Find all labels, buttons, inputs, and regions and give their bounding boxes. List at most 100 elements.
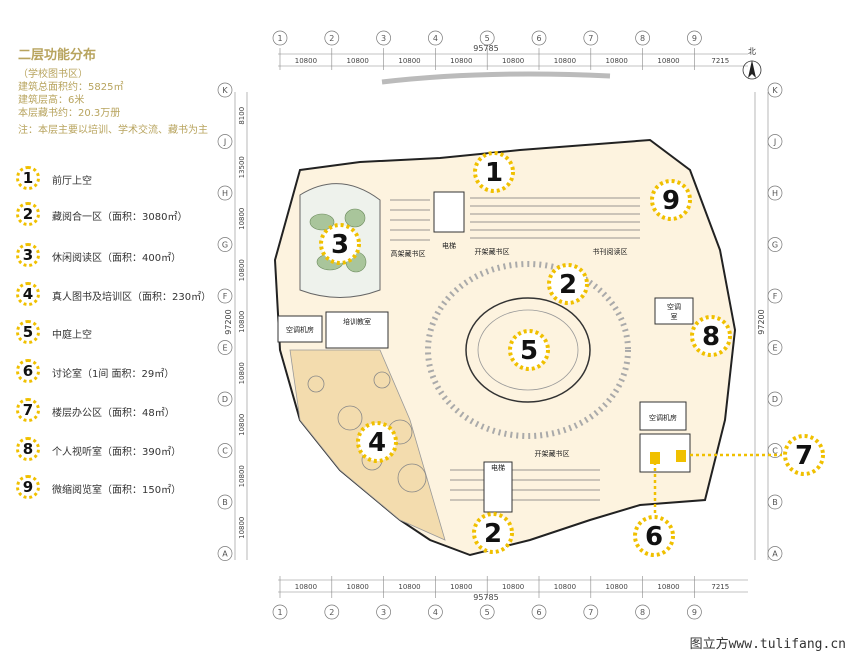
column-span-dim: 10800	[347, 57, 369, 65]
row-span-dim: 10800	[238, 208, 246, 230]
row-axis-bubble	[767, 494, 783, 510]
row-axis-label: G	[222, 241, 228, 250]
row-axis-label: K	[772, 86, 778, 95]
row-axis-bubble	[217, 340, 233, 355]
row-axis-label: J	[223, 138, 226, 147]
legend-label: 真人图书及培训区（面积：230㎡）	[52, 292, 212, 303]
column-span-dim: 10800	[295, 57, 317, 65]
row-axis-label: A	[772, 550, 778, 559]
legend-label: 楼层办公区（面积：48㎡）	[52, 408, 175, 419]
legend-badge: 6	[16, 359, 40, 383]
stack-lower-label: 开架藏书区	[535, 449, 570, 458]
column-axis-bubble	[272, 30, 288, 46]
discussion-room-marker	[650, 452, 660, 464]
watermark: 图立方www.tulifang.cn	[689, 637, 846, 652]
row-axis-bubble	[217, 494, 233, 510]
column-span-dim: 10800	[657, 583, 679, 591]
row-axis-label: K	[222, 86, 228, 95]
row-axis-bubble	[217, 288, 233, 304]
column-axis-label: 1	[277, 608, 282, 617]
row-axis-bubble	[217, 134, 233, 149]
column-axis-bubble	[324, 604, 340, 620]
row-axis-label: F	[223, 292, 228, 301]
column-axis-bubble	[479, 30, 495, 46]
row-axis-bubble	[767, 134, 783, 149]
column-axis-bubble	[376, 604, 391, 620]
control-room-label-2: 室	[671, 312, 678, 321]
column-axis-bubble	[635, 604, 650, 620]
marker-9: 9	[650, 179, 692, 221]
column-axis-label: 3	[381, 34, 386, 43]
row-axis-label: E	[772, 344, 777, 353]
row-axis-bubble	[767, 340, 783, 355]
row-axis-bubble	[767, 288, 783, 304]
marker-3: 3	[319, 223, 361, 265]
svg-text:8: 8	[702, 322, 720, 352]
legend-badge: 2	[16, 202, 40, 226]
marker-6: 6	[633, 515, 675, 557]
row-axis-bubble	[767, 82, 783, 98]
column-axis-bubble	[272, 604, 288, 620]
legend-badge: 9	[16, 475, 40, 499]
column-axis-label: 5	[485, 608, 490, 617]
training-room-label: 培训教室	[343, 317, 371, 326]
column-axis-bubble	[583, 604, 599, 620]
svg-text:2: 2	[484, 519, 502, 549]
svg-text:2: 2	[559, 270, 577, 300]
column-axis-label: 7	[588, 34, 593, 43]
column-axis-label: 6	[536, 608, 541, 617]
column-span-dim: 7215	[711, 583, 729, 591]
row-axis-label: J	[773, 138, 776, 147]
column-axis-bubble	[687, 30, 702, 46]
svg-text:7: 7	[795, 441, 813, 471]
marker-5: 5	[508, 329, 550, 371]
row-axis-bubble	[217, 546, 233, 561]
row-span-dim: 10800	[238, 517, 246, 539]
legend-badge: 8	[16, 437, 40, 461]
column-axis-label: 4	[433, 608, 438, 617]
row-axis-bubble	[767, 391, 783, 407]
elevator-label: 电梯	[491, 463, 505, 472]
marker-4: 4	[356, 421, 398, 463]
column-axis-label: 2	[329, 34, 334, 43]
column-axis-label: 6	[536, 34, 541, 43]
row-axis-bubble	[767, 237, 783, 252]
info-line: 建筑总面积约：5825㎡	[18, 82, 124, 93]
row-axis-label: F	[773, 292, 778, 301]
row-axis-bubble	[767, 185, 783, 201]
column-axis-label: 9	[692, 34, 697, 43]
dimension-lines	[234, 53, 769, 593]
marker-7: 7	[783, 434, 825, 476]
column-span-dim: 10800	[606, 57, 628, 65]
column-axis-bubble	[635, 30, 650, 46]
marker-1: 1	[473, 151, 515, 193]
study-area-label: 书刊阅读区	[593, 247, 628, 256]
marker-layer: 1 2 2 3 4 5 6 7 8 9	[319, 151, 825, 557]
column-axis-bubble	[324, 30, 340, 46]
column-axis-bubble	[531, 30, 547, 46]
row-axis-bubble	[217, 391, 233, 407]
legend-label: 休闲阅读区（面积：400㎡）	[52, 253, 182, 264]
column-axis-label: 4	[433, 34, 438, 43]
column-axis-label: 1	[277, 34, 282, 43]
row-span-dim: 13500	[238, 156, 246, 178]
column-span-dim: 10800	[606, 583, 628, 591]
column-axis-bubble	[376, 30, 391, 46]
row-axis-bubble	[767, 546, 783, 561]
svg-text:3: 3	[331, 230, 349, 260]
column-span-dim: 10800	[554, 583, 576, 591]
top-total-dim: 95785	[473, 44, 498, 53]
column-span-dim: 10800	[554, 57, 576, 65]
row-axis-bubble	[217, 185, 233, 201]
row-span-dim: 10800	[238, 465, 246, 487]
bottom-total-dim: 95785	[473, 593, 498, 602]
column-span-dim: 10800	[450, 57, 472, 65]
